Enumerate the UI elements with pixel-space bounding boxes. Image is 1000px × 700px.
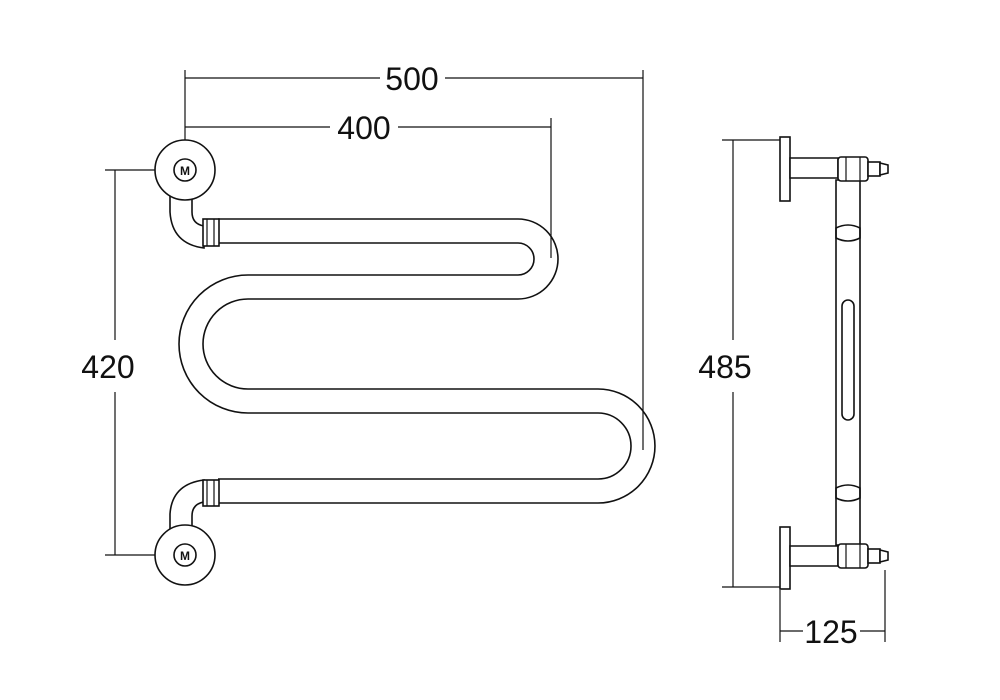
dimension-overall-height: 485 bbox=[698, 139, 780, 588]
dimension-projection: 125 bbox=[779, 570, 886, 650]
dimension-centre-width: 400 bbox=[185, 110, 552, 258]
valve-symbol-top: M bbox=[180, 164, 190, 178]
dimension-label-500: 500 bbox=[385, 61, 438, 97]
side-wall-plate-bottom bbox=[779, 526, 791, 590]
dimension-label-420: 420 bbox=[81, 349, 134, 385]
dimension-label-125: 125 bbox=[804, 614, 857, 650]
side-view bbox=[779, 136, 889, 590]
dimension-centre-height: 420 bbox=[81, 169, 185, 556]
serpentine-pipe bbox=[178, 218, 656, 504]
dimension-overall-width: 500 bbox=[184, 61, 644, 450]
valve-symbol-bottom: M bbox=[180, 549, 190, 563]
dimension-label-400: 400 bbox=[337, 110, 390, 146]
side-wall-plate-top bbox=[779, 136, 791, 202]
dimension-label-485: 485 bbox=[698, 349, 751, 385]
top-wall-flange: M bbox=[154, 139, 216, 201]
bottom-wall-flange: M bbox=[154, 524, 216, 586]
